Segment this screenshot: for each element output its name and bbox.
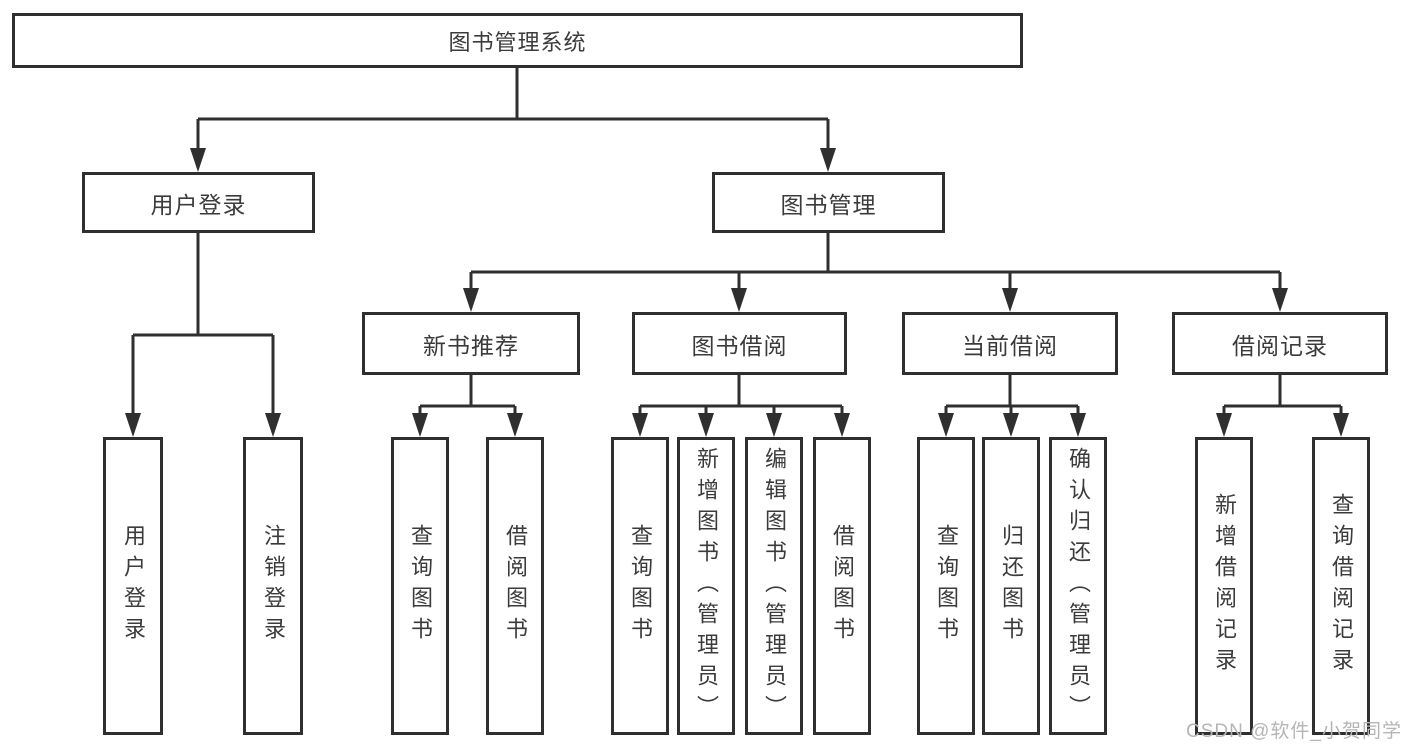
- leaf-add-borrow-record: 新增借阅记录: [1195, 437, 1253, 735]
- node-root-label: 图书管理系统: [448, 29, 587, 55]
- connector-new-book-recommend: [412, 375, 523, 437]
- connector-book-management: [463, 233, 1288, 312]
- leaf-logout: 注销登录: [243, 437, 303, 735]
- leaf-query-books-current-label: 查询图书: [934, 524, 959, 648]
- node-current-borrowing-label: 当前借阅: [962, 332, 1058, 359]
- leaf-borrow-books-recommend-label: 借阅图书: [503, 524, 528, 648]
- leaf-return-books: 归还图书: [982, 437, 1040, 735]
- node-book-borrowing: 图书借阅: [632, 312, 847, 375]
- leaf-query-books-recommend: 查询图书: [391, 437, 449, 735]
- leaf-edit-book-admin-label: 编辑图书（管理员）: [762, 446, 787, 726]
- leaf-add-book-admin: 新增图书（管理员）: [677, 437, 735, 735]
- csdn-watermark: CSDN @软件_小贺同学: [1186, 721, 1402, 742]
- node-book-management-label: 图书管理: [780, 191, 877, 218]
- connector-borrowing-records: [1216, 375, 1349, 437]
- leaf-query-borrow-record: 查询借阅记录: [1312, 437, 1370, 735]
- leaf-edit-book-admin: 编辑图书（管理员）: [745, 437, 803, 735]
- node-new-book-recommend-label: 新书推荐: [423, 332, 519, 359]
- leaf-confirm-return-admin-label: 确认归还（管理员）: [1066, 446, 1091, 726]
- node-book-borrowing-label: 图书借阅: [691, 332, 788, 359]
- connector-book-borrowing: [632, 375, 850, 437]
- leaf-borrow-books-recommend: 借阅图书: [486, 437, 544, 735]
- leaf-query-books-current: 查询图书: [917, 437, 975, 735]
- leaf-user-login-label: 用户登录: [121, 524, 146, 648]
- node-new-book-recommend: 新书推荐: [362, 312, 580, 375]
- leaf-borrow-books: 借阅图书: [813, 437, 871, 735]
- node-borrowing-records-label: 借阅记录: [1232, 332, 1328, 359]
- connector-root: [190, 68, 836, 172]
- node-root: 图书管理系统: [12, 13, 1023, 68]
- leaf-query-books-recommend-label: 查询图书: [408, 524, 433, 648]
- node-book-management: 图书管理: [712, 172, 945, 233]
- connector-current-borrowing: [938, 375, 1086, 437]
- leaf-query-borrow-record-label: 查询借阅记录: [1329, 493, 1354, 679]
- leaf-add-book-admin-label: 新增图书（管理员）: [694, 446, 719, 726]
- leaf-logout-label: 注销登录: [261, 524, 286, 648]
- leaf-borrow-books-label: 借阅图书: [830, 524, 855, 648]
- leaf-return-books-label: 归还图书: [999, 524, 1024, 648]
- node-current-borrowing: 当前借阅: [902, 312, 1118, 375]
- connector-user-login: [125, 233, 281, 437]
- leaf-query-books-borrowing: 查询图书: [611, 437, 669, 735]
- leaf-confirm-return-admin: 确认归还（管理员）: [1049, 437, 1107, 735]
- leaf-add-borrow-record-label: 新增借阅记录: [1212, 493, 1237, 679]
- leaf-query-books-borrowing-label: 查询图书: [628, 524, 653, 648]
- node-user-login: 用户登录: [82, 172, 315, 233]
- node-user-login-label: 用户登录: [150, 191, 247, 218]
- leaf-user-login: 用户登录: [103, 437, 163, 735]
- node-borrowing-records: 借阅记录: [1172, 312, 1388, 375]
